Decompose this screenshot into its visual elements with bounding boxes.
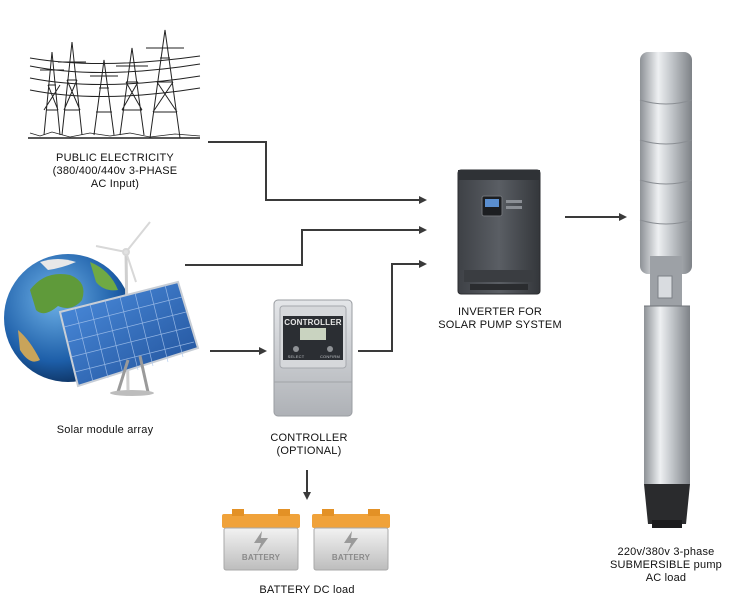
inverter-label: INVERTER FOR SOLAR PUMP SYSTEM [424, 306, 576, 332]
controller-label: CONTROLLER (OPTIONAL) [248, 432, 370, 458]
solar-to-inverter-connector [185, 226, 427, 266]
battery-icon-right [312, 509, 390, 571]
pump-line-1: 220v/380v 3-phase [617, 546, 715, 558]
inverter-line-2: SOLAR PUMP SYSTEM [438, 319, 562, 331]
pump-line-2: SUBMERSIBLE pump [609, 559, 723, 571]
controller-confirm-button-label: CONFIRM [319, 354, 341, 359]
solar-array-label: Solar module array [20, 424, 190, 437]
controller-to-inverter-connector [358, 260, 427, 352]
solar-panel-icon [58, 280, 200, 396]
submersible-pump-icon [639, 52, 693, 528]
controller-device-icon [273, 299, 353, 417]
battery-right-cell-label: BATTERY [331, 553, 371, 562]
power-tower-icon [28, 29, 201, 139]
inverter-device-icon [457, 169, 541, 295]
public-electricity-line-3: AC Input) [90, 178, 140, 190]
public-electricity-line-2: (380/400/440v 3-PHASE [52, 165, 178, 177]
controller-select-button-label: SELECT [287, 354, 305, 359]
battery-left-cell-label: BATTERY [241, 553, 281, 562]
public-electricity-line-1: PUBLIC ELECTRICITY [56, 152, 174, 164]
battery-line-1: BATTERY DC load [259, 584, 355, 596]
controller-line-2: (OPTIONAL) [276, 445, 342, 457]
inverter-line-1: INVERTER FOR [457, 306, 543, 318]
pump-label: 220v/380v 3-phase SUBMERSIBLE pump AC lo… [596, 546, 736, 585]
battery-icon-left [222, 509, 300, 571]
solar-array-line-1: Solar module array [56, 424, 154, 436]
connector-lines [185, 141, 627, 500]
public-electricity-label: PUBLIC ELECTRICITY (380/400/440v 3-PHASE… [20, 152, 210, 191]
solar-array-icon [4, 221, 200, 396]
battery-label: BATTERY DC load [246, 584, 368, 597]
controller-screen-label: CONTROLLER [284, 318, 342, 327]
pump-line-3: AC load [645, 572, 687, 584]
electricity-to-inverter-connector [208, 141, 427, 204]
controller-line-1: CONTROLLER [270, 432, 348, 444]
